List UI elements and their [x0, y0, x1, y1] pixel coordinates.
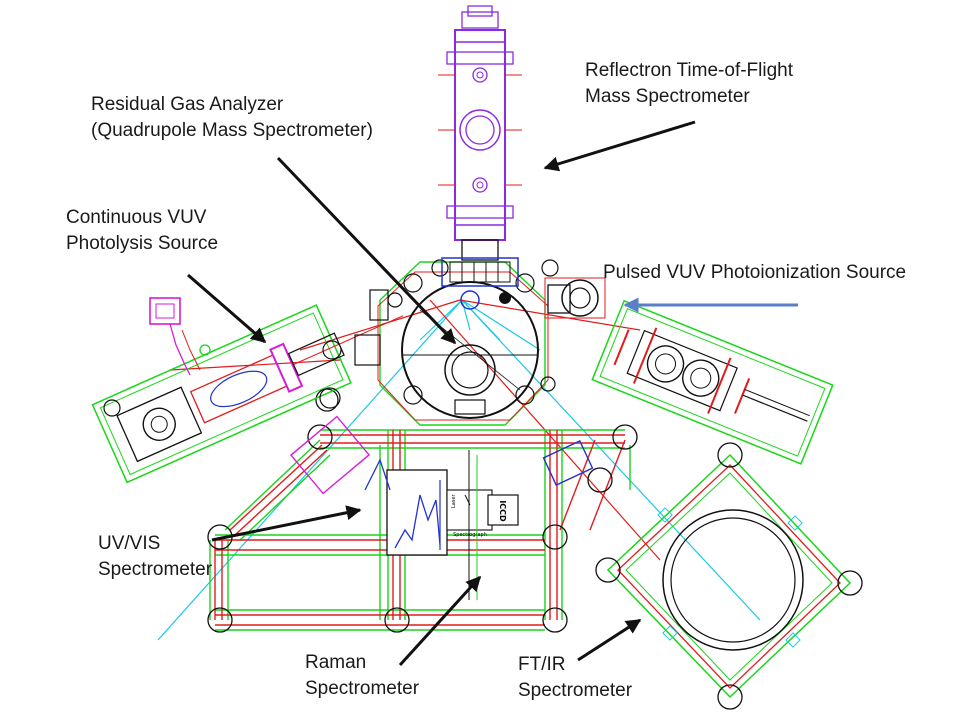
rga-label-line2: (Quadrupole Mass Spectrometer)	[91, 120, 373, 141]
continuous-vuv-label-line1: Continuous VUV	[66, 207, 207, 228]
reflectron-tube	[438, 5, 522, 310]
label-arrows	[187, 120, 798, 667]
uvvis-label-line2: Spectrometer	[98, 559, 213, 580]
uvvis-label: UV/VIS Spectrometer	[98, 531, 212, 583]
arrow-reflectron	[543, 120, 696, 172]
reflectron-label: Reflectron Time-of-Flight Mass Spectrome…	[585, 58, 793, 110]
arrow-ftir	[577, 618, 642, 662]
pulsed-vuv-label: Pulsed VUV Photoionization Source	[603, 260, 906, 286]
reflectron-label-line2: Mass Spectrometer	[585, 86, 750, 107]
spectrograph-text: Spectrograph	[453, 532, 487, 538]
arrow-rga	[276, 156, 457, 345]
uvvis-inset	[364, 458, 448, 556]
uvvis-label-line1: UV/VIS	[98, 533, 161, 554]
laser-text: Laser	[451, 493, 457, 508]
pulsed-vuv-label-line1: Pulsed VUV Photoionization Source	[603, 262, 907, 283]
raman-label-line1: Raman	[305, 652, 367, 673]
ftir-diamond	[595, 442, 863, 710]
right-blue-box	[542, 440, 594, 486]
ftir-label-line1: FT/IR	[518, 654, 566, 675]
pulsed-vuv-source-assembly	[544, 277, 834, 465]
reflectron-label-line1: Reflectron Time-of-Flight	[585, 60, 794, 81]
arrow-raman	[398, 575, 482, 667]
ftir-label: FT/IR Spectrometer	[518, 652, 632, 704]
rga-label-line1: Residual Gas Analyzer	[91, 94, 284, 115]
continuous-vuv-label: Continuous VUV Photolysis Source	[66, 205, 218, 257]
continuous-vuv-source-assembly	[91, 289, 404, 484]
arrow-uvvis	[211, 505, 362, 542]
iccd-text: ICCD	[498, 500, 507, 522]
raman-label: Raman Spectrometer	[305, 650, 419, 702]
rga-label: Residual Gas Analyzer (Quadrupole Mass S…	[91, 92, 373, 144]
ftir-label-line2: Spectrometer	[518, 680, 633, 701]
left-tilted-box	[289, 415, 371, 495]
arrow-continuous-vuv	[187, 273, 267, 344]
continuous-vuv-label-line2: Photolysis Source	[66, 233, 219, 254]
raman-label-line2: Spectrometer	[305, 678, 420, 699]
raman-inset: ICCD Laser Spectrograph	[446, 450, 519, 600]
cyan-beam-lines	[157, 299, 761, 641]
